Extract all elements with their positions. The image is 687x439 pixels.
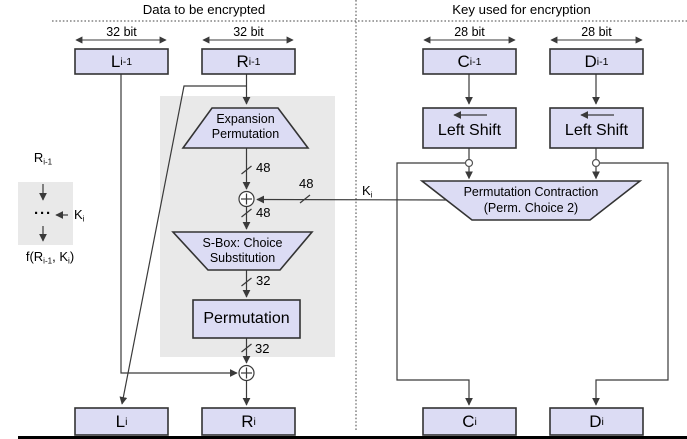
width-48-expansion-out: 48 xyxy=(256,160,271,175)
connectors xyxy=(39,74,669,406)
left-shift-d-label: Left Shift xyxy=(564,122,629,139)
bus-width-ticks xyxy=(241,165,311,353)
register-l-next-box xyxy=(74,407,169,436)
xor-node-feistel xyxy=(238,364,255,382)
width-48-key: 48 xyxy=(299,176,314,191)
left-shift-c-label: Left Shift xyxy=(437,122,502,139)
register-l-prev-box xyxy=(74,48,169,75)
perm-contraction-label: Permutation Contraction(Perm. Choice 2) xyxy=(463,185,599,215)
xor-node-key xyxy=(238,190,255,208)
branch-node-c xyxy=(464,158,474,168)
perm-contraction-shape xyxy=(419,180,643,221)
mini-subkey-label: Ki xyxy=(74,207,85,224)
mini-dots: ··· xyxy=(34,205,52,222)
width-48-sbox-in: 48 xyxy=(256,205,271,220)
bit-label-l: 32 bit xyxy=(106,25,137,39)
mini-r-prev-label: Ri-1 xyxy=(33,150,53,167)
register-c-next-box xyxy=(422,407,517,436)
bit-label-c: 28 bit xyxy=(454,25,485,39)
bit-label-r: 32 bit xyxy=(233,25,264,39)
width-32-perm-out: 32 xyxy=(255,341,270,356)
subkey-label: Ki xyxy=(362,183,373,200)
register-r-prev-box xyxy=(201,48,296,75)
register-c-prev-box xyxy=(422,48,517,75)
register-r-next-box xyxy=(201,407,296,436)
register-d-prev-box xyxy=(549,48,644,75)
bottom-edge-bar xyxy=(18,436,687,439)
permutation-label: Permutation xyxy=(203,310,290,327)
heading-key-side: Key used for encryption xyxy=(452,2,591,17)
bit-label-d: 28 bit xyxy=(581,25,612,39)
branch-node-d xyxy=(591,158,601,168)
heading-data-side: Data to be encrypted xyxy=(142,2,266,17)
sbox-shape xyxy=(171,231,314,271)
register-d-next-box xyxy=(549,407,644,436)
expansion-permutation-shape xyxy=(181,107,310,149)
mini-f-output-label: f(Ri-1, Ki) xyxy=(25,249,75,266)
width-32-sbox-out: 32 xyxy=(256,273,271,288)
permutation-box xyxy=(192,299,301,339)
